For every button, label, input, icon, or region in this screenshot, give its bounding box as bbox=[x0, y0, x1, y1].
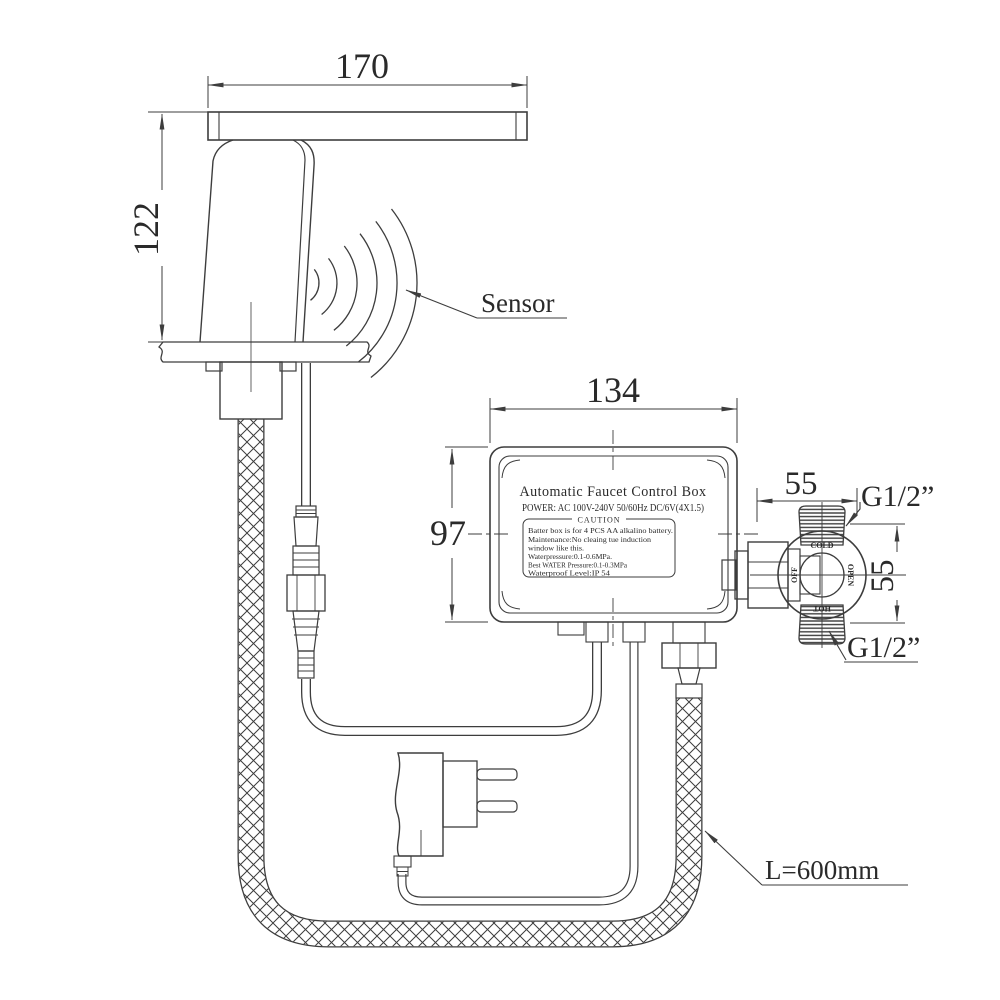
caution-line: Best WATER Pressure:0.1-0.3MPa bbox=[528, 562, 628, 570]
dim-55v-label: 55 bbox=[865, 560, 901, 593]
plug-prong bbox=[476, 800, 518, 813]
caution-line: Batter box is for 4 PCS AA alkalino batt… bbox=[528, 527, 673, 535]
dim-134-label: 134 bbox=[586, 370, 640, 410]
valve-cold-label: COLD bbox=[810, 541, 833, 550]
thread-bottom-label: G1/2” bbox=[847, 631, 920, 664]
thread-bottom-callout: G1/2” bbox=[828, 630, 920, 664]
dim-122-label: 122 bbox=[126, 202, 166, 256]
caution-line: Maintenance:No cleaing tue induction bbox=[528, 536, 651, 544]
plug-prong bbox=[476, 768, 518, 781]
faucet-shank bbox=[205, 302, 297, 420]
hose-fitting bbox=[661, 642, 717, 699]
control-box-power-spec: POWER: AC 100V-240V 50/60Hz DC/6V(4X1.5) bbox=[522, 503, 704, 514]
faucet-body bbox=[199, 111, 528, 343]
braided-supply-hose bbox=[237, 419, 703, 948]
sensor-wave-arcs bbox=[310, 208, 418, 379]
dimension-box-height: 97 bbox=[430, 446, 488, 623]
valve-hot-label: HOT bbox=[812, 604, 830, 613]
dim-97-label: 97 bbox=[430, 513, 466, 553]
dim-55h-label: 55 bbox=[785, 466, 818, 502]
hose-length-callout: L=600mm bbox=[704, 830, 908, 886]
control-box-title: Automatic Faucet Control Box bbox=[520, 484, 707, 500]
control-box: Automatic Faucet Control Box POWER: AC 1… bbox=[468, 430, 758, 648]
sensor-label: Sensor bbox=[481, 288, 555, 318]
dim-170-label: 170 bbox=[335, 46, 389, 86]
thread-top-label: G1/2” bbox=[861, 480, 934, 513]
caution-line: Waterpressure:0.1-0.6MPa. bbox=[528, 553, 612, 561]
caution-line: Waterproof Level:IP 54 bbox=[528, 570, 610, 578]
dimension-spout-width: 170 bbox=[148, 46, 528, 113]
hose-length-label: L=600mm bbox=[765, 855, 879, 885]
power-cable bbox=[397, 642, 639, 906]
dimension-box-width: 134 bbox=[489, 370, 738, 443]
sensor-cable bbox=[301, 363, 602, 736]
dimension-valve-vertical: 55 bbox=[850, 523, 905, 624]
control-box-ports bbox=[557, 621, 706, 644]
caution-header: CAUTION bbox=[578, 516, 621, 525]
power-adapter-plug bbox=[393, 752, 518, 877]
countertop bbox=[148, 341, 372, 363]
caution-line: window like this. bbox=[528, 544, 584, 552]
sensor-callout: Sensor bbox=[405, 288, 567, 319]
thread-top-callout: G1/2” bbox=[845, 480, 934, 527]
valve-off-label: OFF bbox=[790, 567, 799, 583]
dimension-valve-horizontal: 55 bbox=[756, 466, 858, 522]
valve-open-label: OPEN bbox=[846, 564, 855, 586]
caution-panel: CAUTION Batter box is for 4 PCS AA alkal… bbox=[522, 514, 676, 578]
cable-connector bbox=[286, 505, 326, 679]
dimension-body-height: 122 bbox=[126, 113, 166, 341]
